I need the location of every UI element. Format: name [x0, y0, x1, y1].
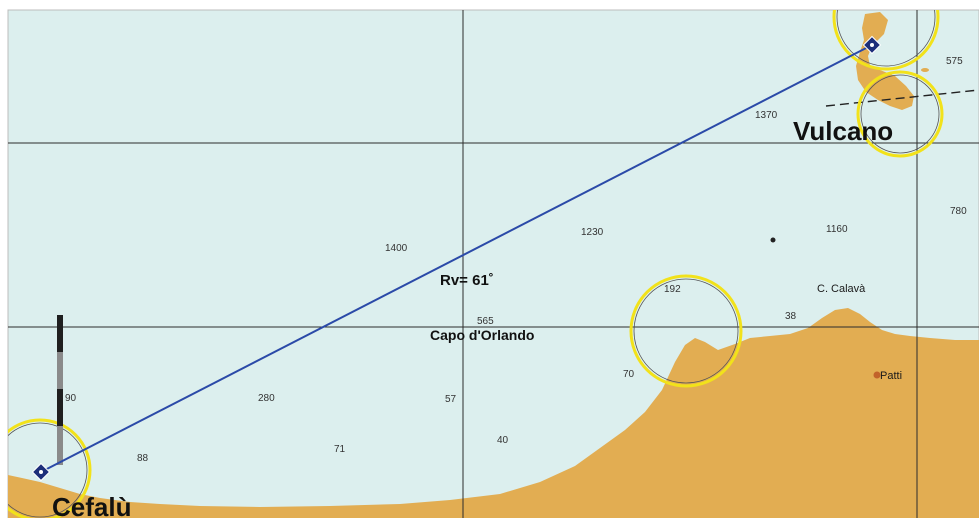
- sicily-coastline: [8, 308, 979, 518]
- cefalu-label: Cefalù: [52, 492, 131, 518]
- sounding: 565: [477, 316, 494, 327]
- course-line: [40, 44, 873, 473]
- town-marker: [873, 371, 881, 379]
- rock-symbol: [770, 237, 776, 243]
- capo-orlando-label: Capo d'Orlando: [430, 327, 534, 343]
- light-range-circle-inner: [836, 10, 936, 67]
- sounding: 192: [664, 284, 681, 295]
- chart-frame: [7, 9, 979, 518]
- sounding: 1160: [826, 224, 848, 235]
- scale-bar-segment: [57, 426, 63, 465]
- sounding: 780: [950, 206, 967, 217]
- scale-bar: [57, 315, 63, 465]
- light-range-circle: [629, 274, 743, 388]
- patti-label: Patti: [880, 370, 902, 382]
- light-range-circle-inner: [633, 278, 739, 384]
- sounding: 70: [623, 369, 635, 380]
- calava-label: C. Calavà: [817, 283, 866, 295]
- sounding: 1370: [755, 110, 778, 121]
- sounding: 88: [137, 453, 149, 464]
- sounding: 71: [334, 444, 346, 455]
- vulcano-label: Vulcano: [793, 116, 893, 146]
- course-label: Rv= 61˚: [440, 272, 494, 289]
- light-range-circle: [856, 70, 944, 158]
- light-range-circle-inner: [8, 422, 88, 518]
- sounding: 57: [445, 394, 457, 405]
- islet: [921, 68, 929, 72]
- sounding: 90: [65, 393, 77, 404]
- waypoint-marker-start: [31, 462, 51, 482]
- light-range-circle: [8, 418, 92, 518]
- sounding: 40: [497, 435, 509, 446]
- light-range-circle: [832, 10, 940, 71]
- sounding: 1230: [581, 227, 604, 238]
- boundary-line: [825, 89, 979, 107]
- sounding: 1400: [385, 243, 408, 254]
- scale-bar-segment: [57, 352, 63, 389]
- sounding: 280: [258, 393, 275, 404]
- waypoint-marker-end: [862, 35, 882, 55]
- sounding: 575: [946, 56, 963, 67]
- light-range-circle-inner: [860, 74, 940, 154]
- sounding: 38: [785, 311, 797, 322]
